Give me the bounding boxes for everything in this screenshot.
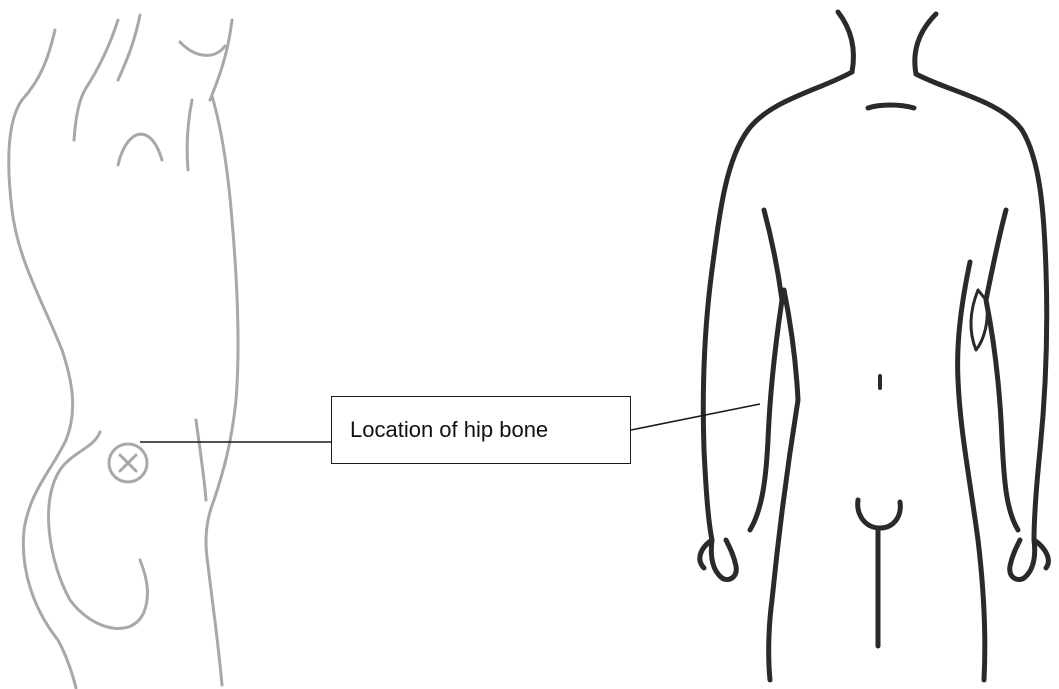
- side-buttock-curve: [49, 432, 148, 629]
- front-right-inner-arm: [986, 210, 1018, 530]
- front-view-figure: [700, 12, 1049, 680]
- front-neck-right: [915, 14, 936, 74]
- front-right-shading: [971, 290, 987, 350]
- hip-bone-marker-x: [120, 455, 136, 471]
- side-view-figure: [9, 15, 238, 688]
- callout-label-box: Location of hip bone: [331, 396, 631, 464]
- front-left-inner-arm: [750, 210, 782, 530]
- side-chest-curve: [118, 134, 162, 165]
- callout-label-text: Location of hip bone: [350, 417, 548, 443]
- front-left-hand: [700, 540, 736, 580]
- front-right-hand: [1010, 540, 1049, 580]
- front-neck-left: [838, 12, 853, 72]
- side-arm-lower-line: [196, 420, 206, 500]
- side-shoulder-stroke: [74, 20, 118, 140]
- leader-line-right: [631, 404, 760, 430]
- front-left-shoulder-arm: [703, 72, 852, 540]
- front-right-shoulder-arm: [916, 74, 1047, 540]
- side-neck-line: [210, 20, 232, 100]
- side-arm-line: [187, 100, 192, 170]
- side-upper-back-stroke: [118, 15, 140, 80]
- side-chin-curve: [180, 42, 225, 55]
- front-groin-curve: [858, 500, 901, 528]
- side-front-outline: [206, 96, 238, 685]
- front-collar-line: [868, 105, 914, 108]
